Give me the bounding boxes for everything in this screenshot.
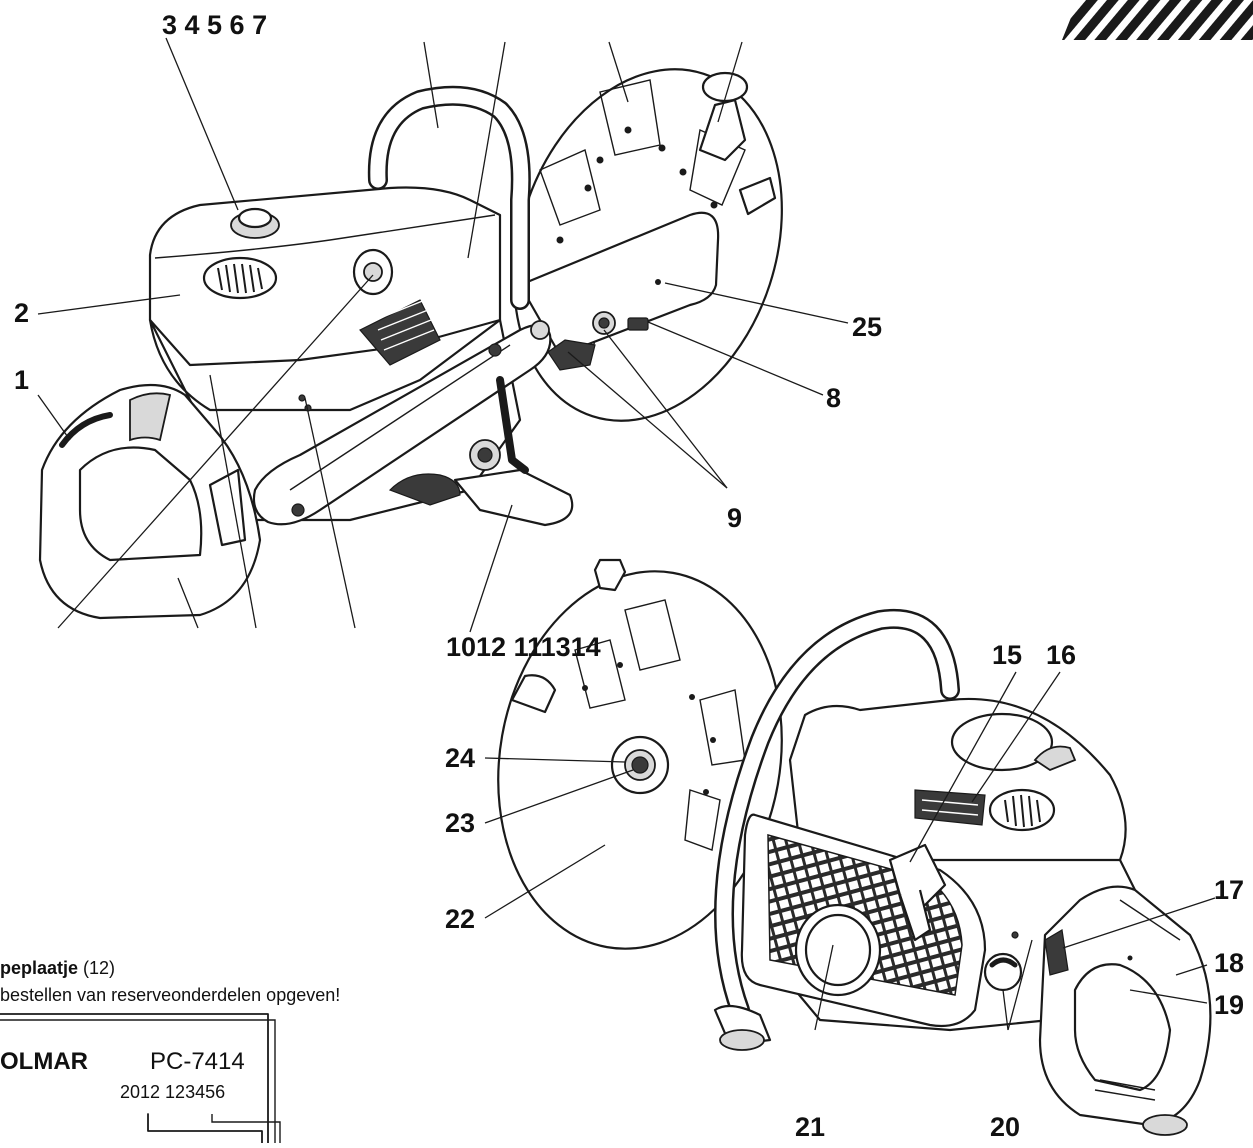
hatch-pattern-icon: [1062, 0, 1253, 40]
callout-17: 17: [1214, 875, 1245, 905]
caption-line-2: bestellen van reserveonderdelen opgeven!: [0, 985, 341, 1005]
top-cover: [148, 186, 502, 367]
callout-22: 22: [445, 904, 476, 934]
type-plate-serial: 2012 123456: [120, 1082, 226, 1102]
callout-2: 2: [14, 298, 30, 328]
caption-title-ref: (12): [78, 958, 116, 978]
callout-16: 16: [1046, 640, 1077, 670]
callout-25: 25: [852, 312, 883, 342]
callout-group-10-14: 1012 111314: [446, 632, 601, 662]
callout-20: 20: [990, 1112, 1021, 1142]
cutting-blade-bottom: [497, 558, 783, 950]
callout-1: 1: [14, 365, 30, 395]
belt-guard-top: [252, 323, 552, 526]
type-plate-model: PC-7414: [150, 1048, 245, 1075]
callout-23: 23: [445, 808, 476, 838]
callout-9: 9: [727, 503, 743, 533]
blade-bolt: [631, 756, 649, 774]
choke-lever: [914, 789, 986, 826]
callout-19: 19: [1214, 990, 1245, 1020]
callout-15: 15: [992, 640, 1023, 670]
type-plate-brand: OLMAR: [0, 1048, 88, 1075]
cutter-bottom-view: [497, 558, 1212, 1136]
cutter-top-view: [38, 68, 783, 620]
leader-lines: [37, 37, 1216, 1031]
caption-title-bold: peplaatje: [0, 958, 79, 978]
callout-group-3-7: 3 4 5 6 7: [162, 10, 268, 40]
throttle-lock: [1044, 929, 1069, 976]
callout-18: 18: [1214, 948, 1245, 978]
starter-grip: [794, 903, 882, 997]
callout-8: 8: [826, 383, 842, 413]
caption-title: peplaatje (12): [0, 958, 115, 980]
type-plate-outline: [0, 1013, 281, 1144]
belt-tension-indicator: [627, 317, 649, 331]
callout-21: 21: [795, 1112, 826, 1142]
cutting-arm-top: [518, 211, 720, 357]
callout-24: 24: [445, 743, 476, 773]
